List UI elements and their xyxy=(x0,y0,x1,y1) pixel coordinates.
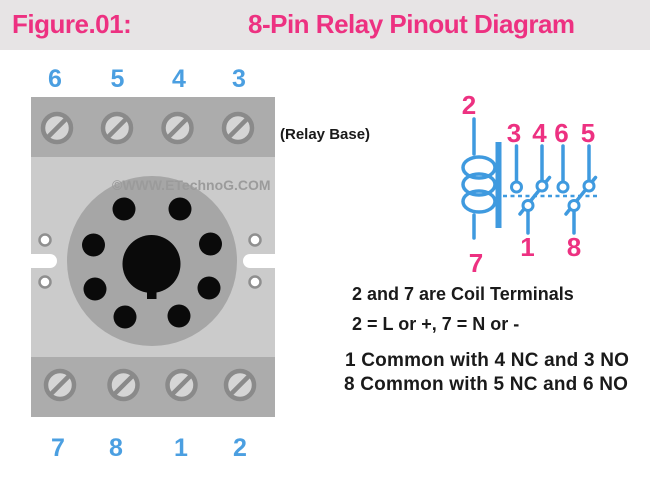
pin-hole xyxy=(167,304,191,328)
pin-hole xyxy=(83,277,107,301)
contact-stems xyxy=(514,144,591,184)
terminal-number-1: 1 xyxy=(174,434,188,462)
schematic-pin-1-label: 1 xyxy=(520,232,534,262)
keyway-notch xyxy=(147,289,157,299)
coil-terminals-note: 2 and 7 are Coil Terminals xyxy=(352,284,574,304)
top-terminal-numbers: 6 5 4 3 xyxy=(48,65,246,93)
screw-terminal-icon xyxy=(43,368,77,402)
screw-terminal-icon xyxy=(223,368,257,402)
coil-symbol xyxy=(461,117,497,240)
right-mount-slot xyxy=(243,254,282,268)
center-keyway-hole xyxy=(122,235,181,293)
relay-schematic: 2 7 xyxy=(461,90,598,278)
schematic-pin-8-label: 8 xyxy=(567,232,581,262)
schematic-pin-7-label: 7 xyxy=(469,248,483,278)
pin-hole xyxy=(168,197,192,221)
top-screw-terminals xyxy=(40,111,255,145)
schematic-pin-2-label: 2 xyxy=(462,90,476,120)
screw-terminal-icon xyxy=(40,111,74,145)
common-8-note: 8 Common with 5 NC and 6 NO xyxy=(344,374,629,395)
pin-hole xyxy=(112,197,136,221)
terminal-number-2: 2 xyxy=(233,434,247,462)
terminal-number-5: 5 xyxy=(111,65,125,93)
common-1-note: 1 Common with 4 NC and 3 NO xyxy=(345,350,630,371)
mount-hole xyxy=(38,233,52,247)
coil-core-bar xyxy=(495,142,502,228)
relay-base-drawing: 6 5 4 3 xyxy=(18,65,282,462)
screw-terminal-icon xyxy=(100,111,134,145)
mount-hole xyxy=(248,233,262,247)
pin-hole xyxy=(113,305,137,329)
mount-hole xyxy=(38,275,52,289)
schematic-pin-5-label: 5 xyxy=(581,118,595,148)
figure-title: 8-Pin Relay Pinout Diagram xyxy=(248,9,575,39)
pin-hole xyxy=(197,276,221,300)
mount-hole xyxy=(248,275,262,289)
schematic-pin-6-label: 6 xyxy=(554,118,568,148)
screw-terminal-icon xyxy=(107,368,140,402)
screw-terminal-icon xyxy=(221,111,255,145)
schematic-pin-4-label: 4 xyxy=(532,118,547,148)
terminal-number-6: 6 xyxy=(48,65,62,93)
schematic-pin-3-label: 3 xyxy=(507,118,521,148)
terminal-number-7: 7 xyxy=(51,434,65,462)
coil-polarity-note: 2 = L or +, 7 = N or - xyxy=(352,314,520,334)
terminal-number-4: 4 xyxy=(172,65,186,93)
figure-number-label: Figure.01: xyxy=(12,9,132,39)
relay-base-caption: (Relay Base) xyxy=(280,126,371,143)
screw-terminal-icon xyxy=(165,368,198,402)
watermark-text: ©WWW.ETechnoG.COM xyxy=(112,177,271,193)
terminal-number-3: 3 xyxy=(232,65,246,93)
terminal-number-8: 8 xyxy=(109,434,123,462)
figure-title-bar: Figure.01: 8-Pin Relay Pinout Diagram xyxy=(0,0,650,50)
screw-terminal-icon xyxy=(161,111,194,145)
pin-hole xyxy=(82,233,105,257)
left-mount-slot xyxy=(18,254,57,268)
pin-holes xyxy=(82,197,222,329)
bottom-screw-terminals xyxy=(43,368,257,402)
pin-hole xyxy=(199,232,222,256)
bottom-terminal-numbers: 7 8 1 2 xyxy=(51,434,247,462)
contact-points xyxy=(510,179,596,212)
